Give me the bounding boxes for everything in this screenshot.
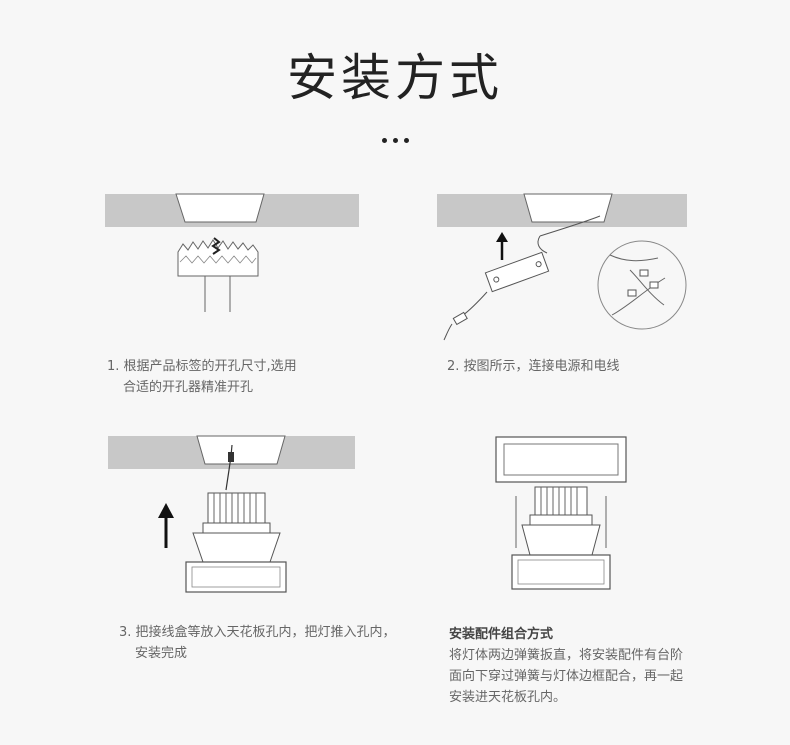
up-arrow-2 [496, 232, 508, 242]
hole-saw [177, 239, 259, 277]
drill-bit [211, 237, 221, 255]
ceiling-hole-1 [175, 193, 265, 223]
step-1-line-2: 合适的开孔器精准开孔 [123, 380, 254, 395]
hole-saw-teeth-inner [179, 255, 257, 264]
accessory-caption: 安装配件组合方式 将灯体两边弹簧扳直，将安装配件有台阶 面向下穿过弹簧与灯体边框… [449, 624, 683, 708]
lamp-frame-4 [511, 554, 611, 590]
separator-dots [0, 128, 790, 147]
step-3-line-2: 安装完成 [135, 646, 188, 661]
ceiling-hole-3 [196, 435, 286, 465]
heatsink-4 [534, 486, 588, 516]
step-1-line-1: 1. 根据产品标签的开孔尺寸,选用 [107, 359, 297, 374]
step-1-caption: 1. 根据产品标签的开孔尺寸,选用 合适的开孔器精准开孔 [107, 356, 297, 398]
step-2-line-1: 2. 按图所示，连接电源和电线 [447, 359, 620, 374]
up-arrow-3 [158, 503, 174, 518]
wiring-detail-circle [597, 240, 687, 330]
panel-4-accessory [495, 436, 627, 590]
power-driver [484, 251, 550, 293]
step-2-caption: 2. 按图所示，连接电源和电线 [447, 356, 620, 377]
step-3-caption: 3. 把接线盒等放入天花板孔内，把灯推入孔内， 安装完成 [119, 622, 396, 664]
accessory-heading: 安装配件组合方式 [449, 627, 554, 642]
panel-3-insert-light [108, 435, 355, 593]
accessory-line-2: 面向下穿过弹簧与灯体边框配合，再一起 [449, 669, 684, 684]
step-3-line-1: 3. 把接线盒等放入天花板孔内，把灯推入孔内， [119, 625, 396, 640]
accessory-line-3: 安装进天花板孔内。 [449, 690, 567, 705]
ceiling-hole-2 [523, 193, 613, 223]
lamp-body-4 [521, 524, 601, 556]
page-title: 安装方式 [287, 49, 503, 107]
panel-2-wiring [437, 193, 687, 341]
panel-1-hole-cutting [105, 193, 359, 312]
lamp-frame-3 [185, 561, 287, 593]
accessory-line-1: 将灯体两边弹簧扳直，将安装配件有台阶 [449, 648, 684, 663]
lamp-body-3 [192, 532, 281, 563]
